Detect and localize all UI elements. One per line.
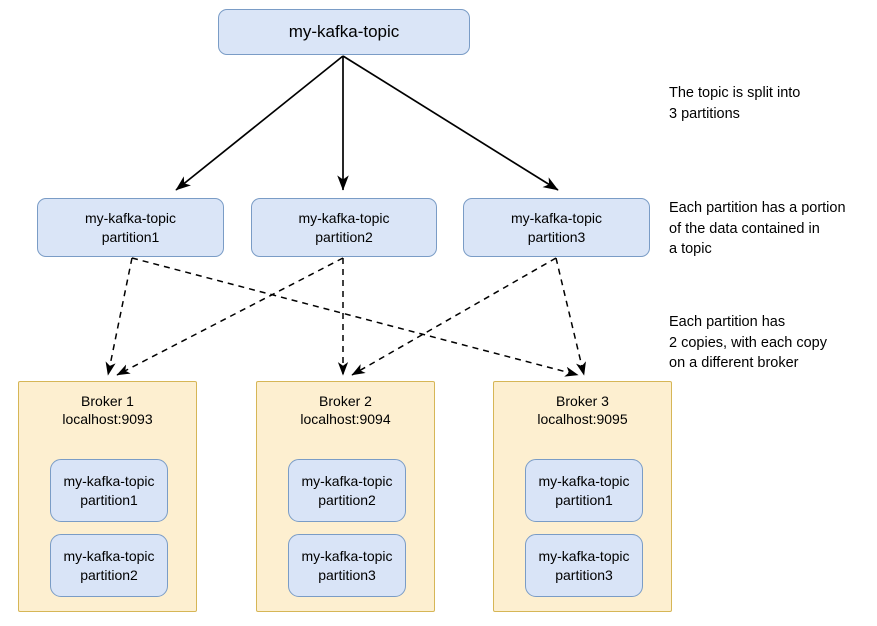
- topic-to-partition-edges: [175, 55, 559, 191]
- replica-node[interactable]: my-kafka-topic partition1: [50, 459, 168, 522]
- replica-node[interactable]: my-kafka-topic partition3: [525, 534, 643, 597]
- replica-partition-label: partition1: [80, 491, 138, 508]
- partition-index-label: partition2: [315, 228, 373, 245]
- edge-partition3-to-broker3: [555, 257, 586, 376]
- replica-topic-label: my-kafka-topic: [538, 548, 630, 565]
- replica-partition-label: partition2: [80, 566, 138, 583]
- replica-node[interactable]: my-kafka-topic partition1: [525, 459, 643, 522]
- partition-topic-label: my-kafka-topic: [510, 210, 603, 227]
- replica-topic-label: my-kafka-topic: [301, 473, 393, 490]
- edge-topic-to-partition3: [342, 55, 559, 191]
- edge-partition1-to-broker3: [131, 257, 579, 377]
- replica-topic-label: my-kafka-topic: [538, 473, 630, 490]
- broker-node-3[interactable]: Broker 3 localhost:9095 my-kafka-topic p…: [493, 381, 672, 612]
- broker-title: Broker 2: [319, 393, 372, 409]
- broker-address: localhost:9093: [62, 411, 153, 428]
- topic-node[interactable]: my-kafka-topic: [218, 9, 470, 55]
- edge-partition3-to-broker2: [351, 257, 557, 376]
- replica-partition-label: partition1: [555, 491, 613, 508]
- partition-index-label: partition1: [101, 228, 160, 245]
- partition-node-2[interactable]: my-kafka-topic partition2: [251, 198, 437, 257]
- replica-partition-label: partition3: [318, 566, 376, 583]
- replica-topic-label: my-kafka-topic: [301, 548, 393, 565]
- replica-node[interactable]: my-kafka-topic partition2: [50, 534, 168, 597]
- replica-partition-label: partition2: [318, 491, 376, 508]
- partition-to-broker-edges: [105, 257, 586, 377]
- replica-node[interactable]: my-kafka-topic partition3: [288, 534, 406, 597]
- broker-address: localhost:9095: [537, 411, 628, 428]
- edge-topic-to-partition1: [175, 55, 344, 191]
- broker-title: Broker 3: [556, 393, 609, 409]
- replica-topic-label: my-kafka-topic: [63, 548, 155, 565]
- replica-node[interactable]: my-kafka-topic partition2: [288, 459, 406, 522]
- replica-partition-label: partition3: [555, 566, 613, 583]
- broker-address: localhost:9094: [300, 411, 391, 428]
- partition-index-label: partition3: [527, 228, 586, 245]
- broker-title: Broker 1: [81, 393, 134, 409]
- partition-node-3[interactable]: my-kafka-topic partition3: [463, 198, 650, 257]
- replica-topic-label: my-kafka-topic: [63, 473, 155, 490]
- annotation-replication: Each partition has 2 copies, with each c…: [669, 314, 827, 372]
- edge-partition2-to-broker1: [116, 257, 344, 376]
- partition-node-1[interactable]: my-kafka-topic partition1: [37, 198, 224, 257]
- annotation-partition-data: Each partition has a portion of the data…: [669, 200, 846, 258]
- partition-topic-label: my-kafka-topic: [84, 210, 177, 227]
- broker-node-2[interactable]: Broker 2 localhost:9094 my-kafka-topic p…: [256, 381, 435, 612]
- partition-topic-label: my-kafka-topic: [298, 210, 390, 227]
- annotation-topic-split: The topic is split into 3 partitions: [669, 85, 801, 122]
- broker-node-1[interactable]: Broker 1 localhost:9093 my-kafka-topic p…: [18, 381, 197, 612]
- edge-partition1-to-broker1: [105, 257, 133, 376]
- topic-label: my-kafka-topic: [288, 21, 400, 41]
